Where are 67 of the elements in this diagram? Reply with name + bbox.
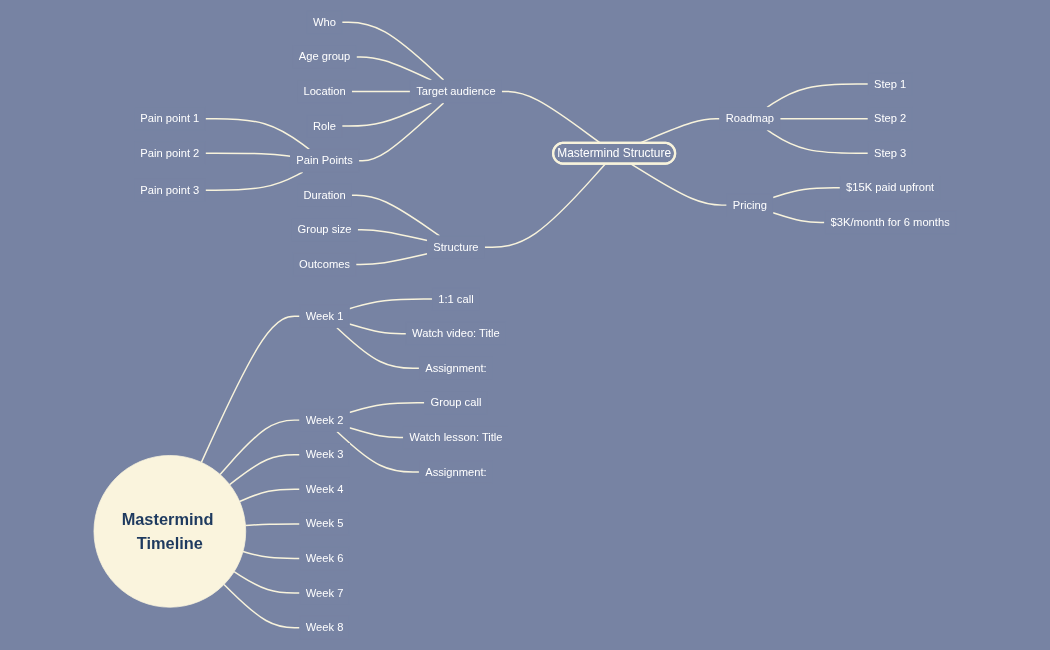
node-text: Pain point 2: [140, 146, 200, 159]
connector: [348, 402, 426, 414]
connector: [229, 453, 301, 486]
node-text: Assignment:: [425, 361, 487, 374]
connector: [244, 523, 301, 527]
node-text: Duration: [303, 188, 346, 202]
connector: [351, 90, 412, 93]
connector: [223, 583, 301, 629]
node-text: Assignment:: [425, 465, 487, 478]
node-text: Watch lesson: Title: [409, 430, 503, 444]
node-text: Pain Points: [296, 153, 353, 167]
node-text: Week 4: [305, 482, 344, 496]
connector: [239, 488, 301, 503]
connector: [204, 171, 304, 191]
node-text: Group call: [430, 395, 482, 409]
connector: [233, 571, 301, 594]
node-text: Week 6: [305, 551, 344, 565]
connector: [341, 21, 445, 81]
node-text: Step 2: [874, 111, 907, 125]
node-text: Step 3: [874, 146, 907, 159]
connector: [204, 152, 292, 157]
connector: [766, 83, 869, 109]
connector: [766, 129, 869, 154]
connector: [355, 56, 433, 81]
connector: [483, 163, 607, 248]
connector: [348, 323, 408, 335]
connector: [219, 419, 301, 476]
connector: [779, 117, 869, 120]
connector: [336, 430, 421, 473]
connector: [358, 102, 445, 162]
connector: [355, 253, 429, 266]
node-text: Watch video: Title: [412, 326, 500, 340]
connector: [630, 163, 728, 206]
connector: [200, 315, 301, 464]
node-text: Week 2: [305, 413, 344, 426]
node-text: Who: [313, 15, 337, 29]
node-text: Week 8: [305, 620, 344, 634]
node-text: Role: [313, 119, 337, 132]
node-text: 1:1 call: [438, 292, 474, 305]
node-text: $15K paid upfront: [846, 180, 935, 194]
connector: [341, 102, 433, 127]
connector: [772, 187, 842, 199]
connector: [772, 211, 826, 224]
node-text: Age group: [298, 50, 351, 63]
connector: [242, 550, 301, 560]
connector: [351, 194, 441, 237]
node-text: Week 5: [305, 517, 344, 530]
connector: [356, 229, 429, 242]
node-text: Week 7: [305, 586, 344, 599]
node-text: Roadmap: [725, 111, 775, 125]
node-text: Outcomes: [299, 257, 351, 271]
node-circle: Mastermind Timeline: [93, 455, 247, 608]
node-text: Pricing: [733, 198, 768, 211]
node-text: Group size: [297, 222, 352, 236]
node-text: Target audience: [416, 84, 496, 98]
node-text: Location: [303, 84, 346, 98]
connector: [348, 426, 405, 439]
node-text: Pain point 3: [140, 183, 200, 196]
node-text: $3K/month for 6 months: [830, 215, 950, 229]
node-text: Pain point 1: [140, 111, 200, 125]
node-text: Week 1: [305, 309, 344, 323]
node-text: Step 1: [874, 77, 907, 90]
connector: [348, 298, 434, 310]
node-text: Structure: [433, 240, 479, 253]
connector: [204, 117, 311, 151]
node-text: Week 3: [305, 447, 344, 461]
connector: [336, 326, 421, 369]
